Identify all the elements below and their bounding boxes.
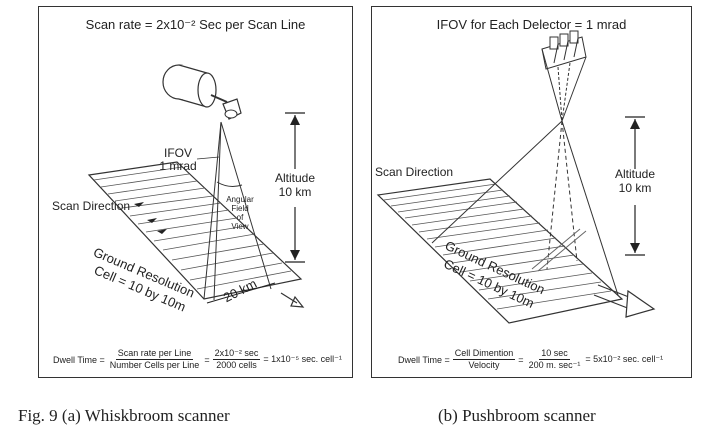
altitude-value: 10 km <box>618 181 652 195</box>
altitude-arrow-down <box>630 243 640 253</box>
scan-direction-label: Scan Direction <box>375 165 454 179</box>
ground-swath <box>87 161 303 300</box>
dwell-prefix: Dwell Time = <box>53 354 105 365</box>
detector-array-icon <box>541 30 587 70</box>
ground-beam <box>431 120 619 296</box>
pushbroom-diagram <box>376 30 656 324</box>
dwell-fraction-1: Cell Dimention Velocity <box>452 348 516 370</box>
detector-footprint <box>531 228 587 272</box>
altitude-arrow-up <box>290 115 300 125</box>
ifov-value: 1 mrad <box>159 159 197 173</box>
afov-line-3: of <box>236 213 244 222</box>
whiskbroom-diagram <box>87 64 305 308</box>
altitude-value: 10 km <box>278 185 312 199</box>
motion-arrow <box>593 284 656 318</box>
altitude-arrow-down <box>290 250 300 260</box>
dwell-time-equation-a: Dwell Time = Scan rate per Line Number C… <box>53 348 342 370</box>
scan-direction-label: Scan Direction <box>52 199 131 213</box>
ifov-label: IFOV <box>163 146 192 160</box>
caption-pushbroom: (b) Pushbroom scanner <box>438 406 596 425</box>
caption-whiskbroom: Fig. 9 (a) Whiskbroom scanner <box>18 406 230 425</box>
ifov-beam <box>203 121 272 301</box>
whiskbroom-panel: Scan rate = 2x10⁻² Sec per Scan Line IFO… <box>38 6 353 378</box>
pushbroom-panel: IFOV for Each Delector = 1 mrad Altitude… <box>371 6 692 378</box>
dwell-result: = 1x10⁻⁵ sec. cell⁻¹ <box>263 354 342 364</box>
altitude-arrow-up <box>630 119 640 129</box>
dwell-fraction-1: Scan rate per Line Number Cells per Line <box>109 348 200 370</box>
afov-line-1: Angular <box>226 195 254 204</box>
dwell-fraction-2: 10 sec 200 m. sec⁻¹ <box>528 348 581 370</box>
dwell-result: = 5x10⁻² sec. cell⁻¹ <box>585 354 664 364</box>
swath-dimension-line <box>206 282 276 304</box>
scan-direction-arrows <box>134 202 167 234</box>
panel-b-title: IFOV for Each Delector = 1 mrad <box>436 17 627 32</box>
afov-line-4: View <box>231 222 249 231</box>
ifov-pointer <box>196 156 220 160</box>
dwell-fraction-2: 2x10⁻² sec 2000 cells <box>212 348 261 370</box>
dwell-prefix: Dwell Time = <box>398 354 450 365</box>
ground-swath <box>376 178 624 324</box>
scan-lines <box>383 183 612 310</box>
altitude-label: Altitude <box>274 171 316 185</box>
dwell-time-equation-b: Dwell Time = Cell Dimention Velocity = 1… <box>398 348 664 370</box>
panel-a-title: Scan rate = 2x10⁻² Sec per Scan Line <box>85 17 306 32</box>
optics-cone <box>541 48 587 122</box>
scan-lines <box>93 166 292 290</box>
afov-line-2: Field <box>231 204 249 213</box>
motion-arrow <box>280 292 305 308</box>
scanner-icon <box>162 64 242 120</box>
altitude-label: Altitude <box>614 167 656 181</box>
